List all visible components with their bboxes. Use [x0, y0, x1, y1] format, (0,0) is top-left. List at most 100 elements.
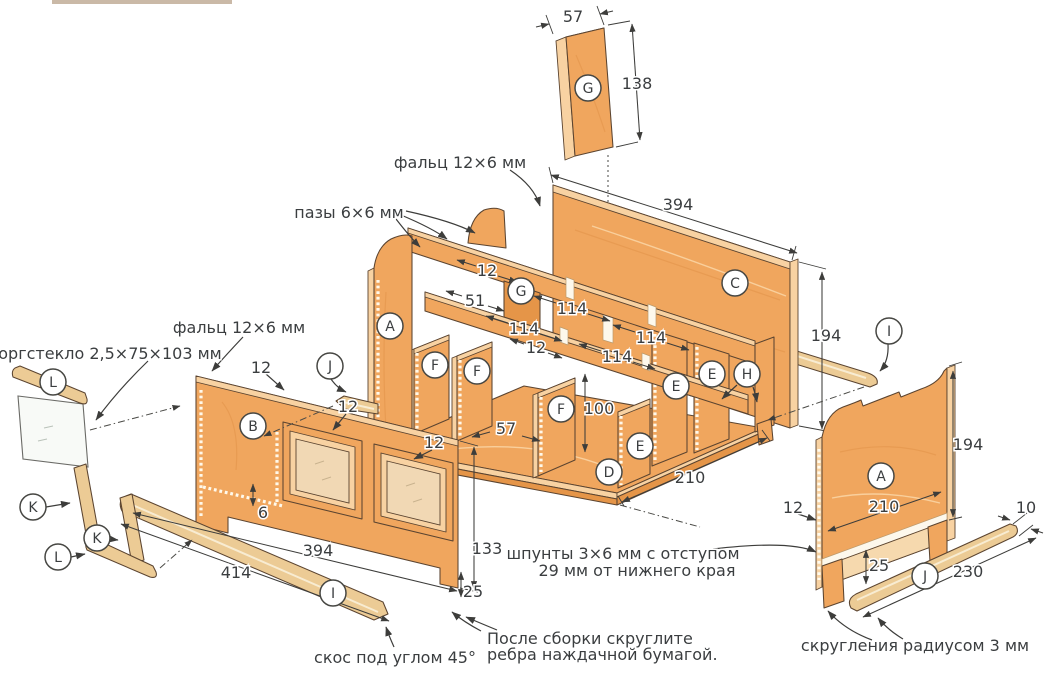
wood-grain: [839, 446, 937, 456]
dim-57-top: 57: [563, 7, 583, 26]
part-label-d: D: [595, 458, 623, 486]
groove-slot: [559, 326, 569, 346]
dim-394-top: 394: [663, 195, 694, 214]
dim-138-lines: [607, 20, 643, 148]
annotation-texts: фальц 12×6 мм пазы 6×6 мм фальц 12×6 мм …: [0, 152, 1031, 669]
svg-text:D: D: [604, 465, 615, 481]
svg-text:F: F: [431, 358, 439, 374]
dim-57-top-lines: [535, 5, 614, 35]
bar-k-1: [73, 463, 99, 535]
photo-edge-strip: [52, 0, 232, 4]
part-label-b: B: [239, 412, 267, 440]
annotation-orgsteklo: оргстекло 2,5×75×103 мм: [0, 344, 222, 363]
dim-100: 100: [584, 399, 615, 418]
part-label-e-3: E: [626, 432, 654, 460]
svg-text:J: J: [327, 359, 332, 375]
back-rail-scallop: [467, 207, 507, 249]
svg-text:I: I: [887, 324, 891, 340]
svg-text:K: K: [92, 531, 102, 547]
dim-12-b2: 12: [338, 397, 358, 416]
annotation-skos: скос под углом 45°: [314, 648, 476, 667]
svg-text:E: E: [636, 439, 645, 455]
part-label-l-bottom: L: [44, 543, 72, 571]
svg-text:A: A: [385, 319, 395, 335]
part-label-g-top: G: [574, 74, 602, 102]
dimension-texts: 57 138 394 194 12 51 114 114 114 12 114 …: [219, 6, 1037, 603]
dim-138: 138: [622, 74, 653, 93]
groove-slot: [565, 276, 575, 301]
svg-text:F: F: [557, 402, 565, 418]
svg-text:K: K: [28, 500, 38, 516]
svg-text:L: L: [49, 375, 57, 391]
window-frame-1: [282, 421, 363, 520]
annotation-falts-left: фальц 12×6 мм: [173, 318, 305, 337]
dim-25-right: 25: [869, 556, 889, 575]
wood-grain: [221, 401, 238, 471]
part-label-f-2: F: [463, 357, 491, 385]
svg-text:E: E: [708, 367, 717, 383]
part-label-f-1: F: [421, 351, 449, 379]
dim-394-top-lines: [548, 166, 798, 261]
dim-114-4: 114: [602, 347, 633, 366]
svg-text:G: G: [516, 284, 527, 300]
dim-194-right: 194: [953, 435, 984, 454]
partition-f-3: [532, 377, 576, 479]
part-label-j-left: J: [316, 352, 344, 380]
part-label-k-2: K: [83, 524, 111, 552]
dim-6: 6: [258, 503, 268, 522]
part-label-k-1: K: [19, 493, 47, 521]
part-label-g-inner: G: [507, 277, 535, 305]
dim-394-b: 394: [303, 541, 334, 560]
foot-left: [821, 558, 845, 609]
annotation-shpunty-2: 29 мм от нижнего края: [539, 561, 736, 580]
dim-12-inner2: 12: [526, 338, 546, 357]
dim-230: 230: [953, 562, 984, 581]
rail-j-left-stub: [335, 395, 379, 415]
dim-12-inner: 12: [477, 261, 497, 280]
svg-text:E: E: [672, 379, 681, 395]
annotation-shpunty-1: шпунты 3×6 мм с отступом: [506, 544, 739, 563]
dim-114-1: 114: [557, 299, 588, 318]
annotation-posle-1: После сборки скруглите: [487, 629, 693, 648]
annotation-posle-2: ребра наждачной бумагой.: [487, 645, 718, 664]
dim-25-left: 25: [463, 582, 483, 601]
part-label-e-1: E: [698, 360, 726, 388]
dim-57-inner: 57: [496, 419, 516, 438]
svg-text:A: A: [876, 469, 886, 485]
part-label-i-right: I: [875, 317, 903, 345]
dim-114-2: 114: [509, 319, 540, 338]
dim-12-b3: 12: [424, 433, 444, 452]
svg-text:I: I: [331, 586, 335, 602]
dim-51: 51: [465, 291, 485, 310]
svg-text:B: B: [248, 419, 258, 435]
part-label-c: C: [721, 269, 749, 297]
part-label-a-left: A: [376, 312, 404, 340]
dim-194-c: 194: [811, 326, 842, 345]
part-label-i-left: I: [319, 579, 347, 607]
dim-210-base: 210: [675, 468, 706, 487]
dim-114-3: 114: [636, 328, 667, 347]
svg-text:G: G: [583, 81, 594, 97]
partition-f-2: [451, 341, 493, 444]
wood-grain: [383, 291, 387, 431]
svg-text:J: J: [922, 569, 927, 585]
dim-133: 133: [472, 539, 503, 558]
svg-text:H: H: [742, 367, 753, 383]
dimension-lines: [120, 259, 1044, 622]
part-labels: G C A J G F F F E H E E D B I I A J L K …: [19, 74, 939, 607]
partition-f-1: [408, 334, 450, 437]
part-a-left-side: [367, 234, 413, 465]
svg-text:F: F: [473, 364, 481, 380]
annotation-falts-top: фальц 12×6 мм: [394, 153, 526, 172]
dim-12-right: 12: [783, 498, 803, 517]
part-label-e-2: E: [662, 372, 690, 400]
assembly-right-wall: [754, 336, 775, 446]
annotation-pazy: пазы 6×6 мм: [294, 203, 403, 222]
dim-194-c-lines: [798, 261, 827, 432]
part-label-j-right: J: [911, 562, 939, 590]
part-label-a-right: A: [867, 462, 895, 490]
dim-414: 414: [221, 563, 252, 582]
dim-12-b1: 12: [251, 358, 271, 377]
